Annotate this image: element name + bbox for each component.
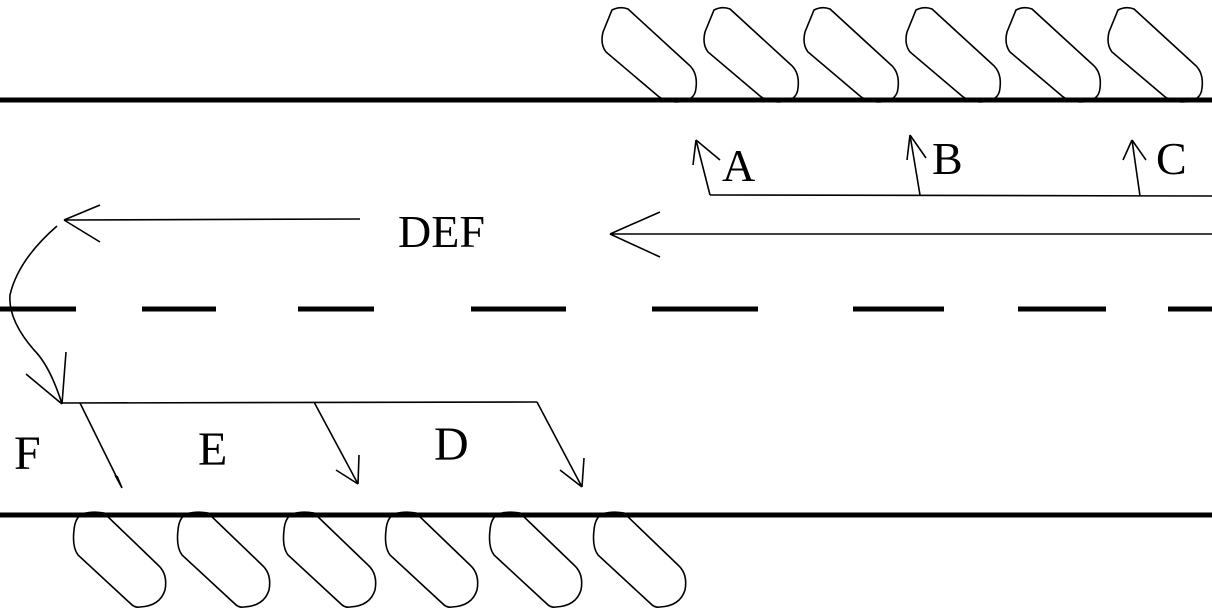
route-arrow-e — [313, 401, 360, 485]
parking-bay — [1005, 6, 1102, 103]
upper-route-lines — [692, 134, 1212, 197]
parking-bay — [1107, 6, 1204, 103]
flow-arrow-left-segment — [63, 204, 361, 243]
route-arrow-a — [692, 139, 721, 196]
parking-bay — [703, 6, 800, 103]
route-arrow-b — [906, 134, 927, 196]
route-arrow-d — [536, 401, 585, 488]
parking-bay — [592, 511, 687, 609]
label-b: B — [932, 133, 963, 184]
route-arrow-f — [79, 402, 123, 489]
label-e: E — [198, 423, 227, 476]
label-def: DEF — [398, 206, 485, 257]
route-baseline-def — [61, 401, 538, 404]
lower-route-lines — [61, 401, 585, 489]
lower-parking-bays — [72, 511, 687, 609]
route-baseline-abc — [709, 194, 1212, 197]
label-f: F — [14, 427, 41, 480]
parking-bay — [282, 511, 377, 609]
parking-bay — [488, 511, 583, 609]
parking-bay — [601, 6, 698, 103]
parking-bay — [384, 511, 479, 609]
flow-arrows — [9, 204, 1212, 405]
parking-bay — [72, 511, 167, 609]
upper-parking-bays — [601, 6, 1204, 103]
parking-bay — [176, 511, 271, 609]
turnaround-curve — [9, 225, 67, 405]
label-a: A — [722, 140, 755, 191]
label-c: C — [1156, 133, 1187, 184]
parking-bay — [803, 6, 900, 103]
label-d: D — [434, 418, 469, 471]
parking-bay — [905, 6, 1002, 103]
flow-arrow-right-segment — [609, 211, 1212, 258]
route-arrow-c — [1122, 139, 1147, 197]
